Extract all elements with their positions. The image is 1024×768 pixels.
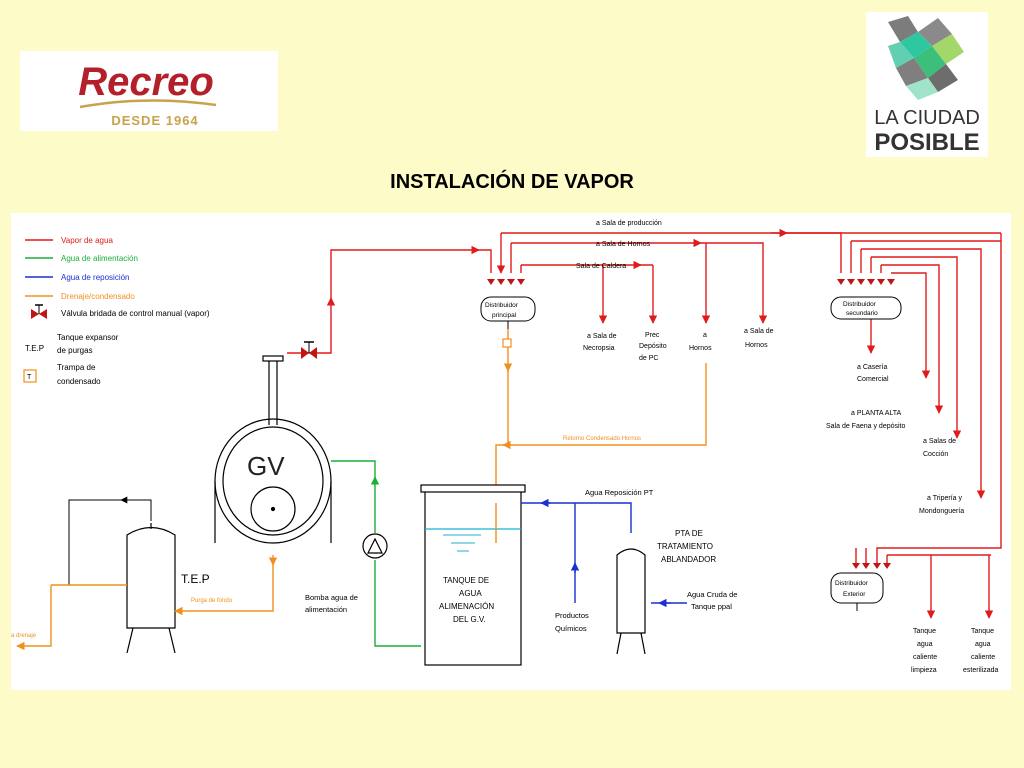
agua-reposicion-label: Agua Reposición PT: [585, 488, 654, 497]
feed-water-tank: [420, 484, 526, 666]
label-prec-3: de PC: [639, 355, 658, 362]
feed-tank-label-2: AGUA: [459, 589, 482, 598]
drenaje-label: a drenaje: [11, 633, 37, 639]
recreo-logo: Recreo DESDE 1964: [20, 51, 278, 131]
exterior-distributor-line1: Distribuidor: [835, 580, 869, 587]
exterior-distributor-line2: Exterior: [843, 591, 866, 598]
legend-tep-line1: Tanque expansor: [57, 333, 119, 342]
feed-pump-icon: [362, 533, 388, 559]
feed-tank-label-3: ALIMENACIÓN: [439, 602, 494, 611]
label-caseria-2: Comercial: [857, 376, 889, 383]
main-distributor-line2: principal: [492, 312, 517, 319]
tep-label: T.E.P: [181, 572, 210, 586]
boiler-outlet-valve: [301, 341, 317, 359]
legend-vapor-label: Vapor de agua: [61, 236, 113, 245]
label-tanque-ester-4: esterilizada: [963, 667, 999, 674]
main-distributor: [480, 296, 536, 329]
recreo-logo-name: Recreo: [78, 60, 214, 104]
label-hornos-a-2: Hornos: [689, 345, 712, 352]
productos-label-1: Productos: [555, 611, 589, 620]
label-tanque-limpieza-1: Tanque: [913, 628, 936, 635]
label-caseria-1: a Casería: [857, 364, 887, 371]
recreo-logo-tagline: DESDE 1964: [111, 113, 198, 128]
label-coccion-1: a Salas de: [923, 438, 956, 445]
label-necropsia-1: a Sala de: [587, 333, 617, 340]
label-planta-alta-2: Sala de Faena y depósito: [826, 423, 905, 430]
legend-trap-icon: [23, 369, 37, 383]
pta-label-2: TRATAMIENTO: [657, 542, 713, 551]
label-prec-1: Prec: [645, 332, 660, 339]
retorno-label: Retorno Condensado Hornos: [563, 436, 641, 442]
legend-drenaje-label: Drenaje/condensado: [61, 292, 135, 301]
label-sala-hornos2-1: a Sala de: [744, 328, 774, 335]
legend-trap-line2: condensado: [57, 377, 101, 386]
secondary-distributor-line1: Distribuidor: [843, 301, 877, 308]
tep-vent-line: [68, 499, 152, 585]
la-ciudad-posible-logo: LA CIUDAD POSIBLE: [866, 12, 988, 157]
steam-installation-diagram: Vapor de agua Agua de alimentación Agua …: [11, 213, 1011, 690]
label-hornos-a-1: a: [703, 332, 707, 339]
boiler-gv: [214, 355, 332, 544]
ciudad-line2: POSIBLE: [874, 129, 979, 156]
pta-label-1: PTA DE: [675, 529, 703, 538]
makeup-water-lines: [521, 502, 687, 604]
softener-tank: [616, 548, 646, 655]
legend-tep-abbr: T.E.P: [25, 344, 44, 353]
legend-alimentacion-label: Agua de alimentación: [61, 254, 138, 263]
pta-label-3: ABLANDADOR: [661, 555, 716, 564]
feed-tank-label-4: DEL G.V.: [453, 615, 486, 624]
steam-lines: [287, 232, 1002, 619]
main-distributor-line1: Distribuidor: [485, 302, 519, 309]
label-coccion-2: Cocción: [923, 451, 948, 458]
agua-cruda-label-2: Tanque ppal: [691, 602, 732, 611]
secondary-distributor: [830, 296, 902, 320]
secondary-distributor-line2: secundario: [846, 310, 878, 317]
pump-label-2: alimentación: [305, 605, 347, 614]
label-tanque-ester-2: agua: [975, 641, 991, 648]
label-planta-alta-1: a PLANTA ALTA: [851, 410, 902, 417]
label-triperia-1: a Tripería y: [927, 495, 963, 502]
label-tanque-ester-3: caliente: [971, 654, 995, 661]
label-tanque-limpieza-3: caliente: [913, 654, 937, 661]
legend-trap-symbol: T: [27, 374, 32, 381]
label-necropsia-2: Necropsia: [583, 345, 615, 352]
label-sala-produccion: a Sala de producción: [596, 220, 662, 227]
label-tanque-ester-1: Tanque: [971, 628, 994, 635]
feed-tank-label-1: TANQUE DE: [443, 576, 489, 585]
legend-reposicion-label: Agua de reposición: [61, 273, 130, 282]
feed-water-lines: [331, 460, 421, 647]
label-triperia-2: Mondonguería: [919, 508, 964, 515]
main-distributor-trap-icon: [502, 338, 512, 348]
ciudad-line1: LA CIUDAD: [874, 107, 980, 129]
legend-valve-icon: [31, 304, 47, 319]
distributor-valves: [487, 279, 895, 569]
exterior-distributor: [830, 572, 884, 604]
label-sala-hornos2-2: Hornos: [745, 342, 768, 349]
page-title: INSTALACIÓN DE VAPOR: [390, 171, 634, 193]
agua-cruda-label-1: Agua Cruda de: [687, 590, 737, 599]
label-sala-hornos: a Sala de Hornos: [596, 241, 651, 248]
legend: Vapor de agua Agua de alimentación Agua …: [23, 236, 210, 386]
legend-valve-label: Válvula bridada de control manual (vapor…: [61, 309, 210, 318]
pta-labels: PTA DE TRATAMIENTO ABLANDADOR: [657, 529, 716, 564]
feed-tank-labels: TANQUE DE AGUA ALIMENACIÓN DEL G.V.: [439, 576, 494, 624]
label-tanque-limpieza-2: agua: [917, 641, 933, 648]
label-prec-2: Depósito: [639, 343, 667, 350]
label-tanque-limpieza-4: limpieza: [911, 667, 937, 674]
productos-label-2: Químicos: [555, 624, 587, 633]
boiler-label: GV: [247, 451, 285, 481]
pump-label-1: Bomba agua de: [305, 593, 358, 602]
legend-trap-line1: Trampa de: [57, 363, 96, 372]
tep-tank: [126, 523, 176, 654]
label-sala-caldera: Sala de Caldera: [576, 263, 626, 270]
legend-tep-line2: de purgas: [57, 346, 93, 355]
purga-fondo-label: Purga de fondo: [191, 598, 233, 604]
